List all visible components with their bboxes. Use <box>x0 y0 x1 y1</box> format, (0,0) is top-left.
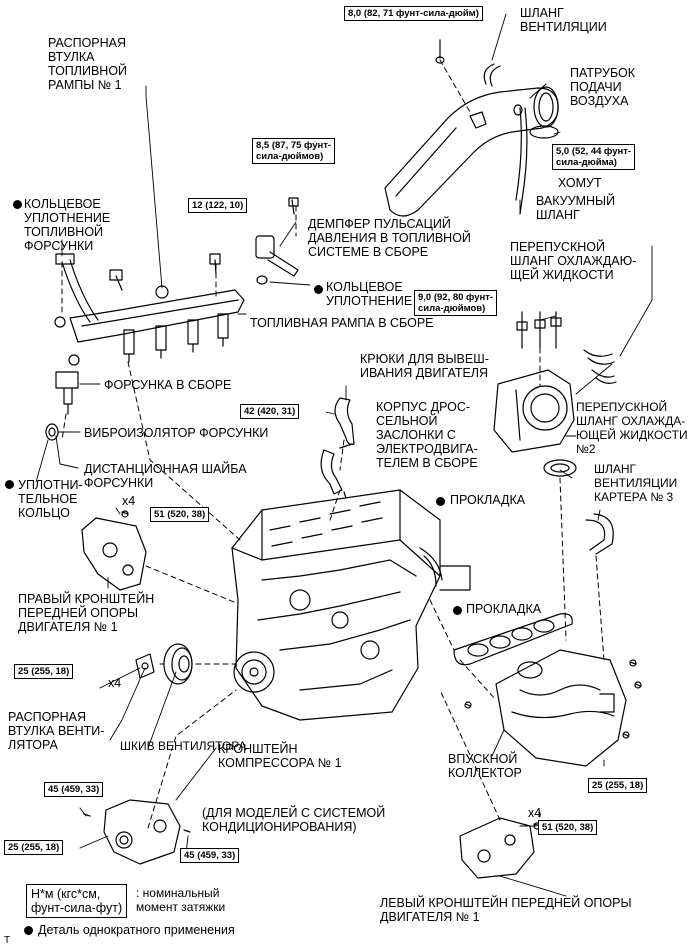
leader-lines <box>35 13 653 897</box>
torque-spec: 25 (255, 18) <box>14 664 74 679</box>
single-use-mark <box>314 285 323 294</box>
x4-label: x4 <box>108 676 122 690</box>
right-bracket-drawing <box>81 510 147 591</box>
engine-hooks-label: КРЮКИ ДЛЯ ВЫВЕШ- ИВАНИЯ ДВИГАТЕЛЯ <box>360 352 489 380</box>
gasket-label: ПРОКЛАДКА <box>450 493 526 507</box>
fuel-rail-spacer-label: РАСПОРНАЯ ВТУЛКА ТОПЛИВНОЙ РАМПЫ № 1 <box>48 36 128 92</box>
torque-spec: 45 (459, 33) <box>180 848 240 863</box>
compressor-bracket-label: КРОНШТЕЙН КОМПРЕССОРА № 1 <box>218 742 342 770</box>
corner-mark: T <box>4 935 11 946</box>
torque-spec: 25 (255, 18) <box>4 840 64 855</box>
engine-hooks-drawing <box>320 397 355 499</box>
engine-block-drawing <box>231 489 471 721</box>
left-bracket-drawing <box>459 817 541 879</box>
bypass-hose-2-label: ПЕРЕПУСКНОЙ ШЛАНГ ОХЛАЖДА- ЮЩЕЙ ЖИДКОСТИ… <box>576 400 688 456</box>
fan-spacer-label: РАСПОРНАЯ ВТУЛКА ВЕНТИ- ЛЯТОРА <box>8 710 105 752</box>
compressor-bracket-drawing <box>83 799 191 865</box>
torque-spec: 25 (255, 18) <box>588 778 648 793</box>
injector-label: ФОРСУНКА В СБОРЕ <box>104 378 232 392</box>
torque-spec: 9,0 (92, 80 фунт- сила-дюймов) <box>414 290 498 316</box>
torque-spec: 51 (520, 38) <box>538 820 598 835</box>
air-intake-pipe-drawing <box>384 39 559 217</box>
torque-spec: 42 (420, 31) <box>240 404 300 419</box>
injector-oring-label: КОЛЬЦЕВОЕ УПЛОТНЕНИЕ ТОПЛИВНОЙ ФОРСУНКИ <box>24 197 111 253</box>
seal-ring-label: УПЛОТНИ- ТЕЛЬНОЕ КОЛЬЦО <box>18 478 83 520</box>
torque-spec: 5,0 (52, 44 фунт- сила-дюйма) <box>552 144 636 170</box>
air-intake-label: ПАТРУБОК ПОДАЧИ ВОЗДУХА <box>570 66 636 108</box>
torque-spec: 51 (520, 38) <box>150 507 210 522</box>
single-use-mark <box>453 606 462 615</box>
torque-spec: 45 (459, 33) <box>44 782 104 797</box>
spacer-washer-label: ДИСТАНЦИОННАЯ ШАЙБА ФОРСУНКИ <box>84 462 247 490</box>
left-bracket-label: ЛЕВЫЙ КРОНШТЕЙН ПЕРЕДНЕЙ ОПОРЫ ДВИГАТЕЛЯ… <box>380 896 632 924</box>
damper-label: ДЕМПФЕР ПУЛЬСАЦИЙ ДАВЛЕНИЯ В ТОПЛИВНОЙ С… <box>308 217 471 259</box>
throttle-body-drawing <box>493 311 617 555</box>
x4-label: x4 <box>528 806 542 820</box>
fan-pulley-drawing <box>135 643 193 685</box>
fan-pulley-label: ШКИВ ВЕНТИЛЯТОРА <box>120 739 247 753</box>
vacuum-hose-label: ВАКУУМНЫЙ ШЛАНГ <box>536 194 616 222</box>
single-use-mark <box>5 480 14 489</box>
oring-label: КОЛЬЦЕВОЕ УПЛОТНЕНИЕ <box>326 280 413 308</box>
single-use-mark <box>436 497 445 506</box>
crankcase-vent-label: ШЛАНГ ВЕНТИЛЯЦИИ КАРТЕРА № 3 <box>594 462 678 504</box>
right-bracket-label: ПРАВЫЙ КРОНШТЕЙН ПЕРЕДНЕЙ ОПОРЫ ДВИГАТЕЛ… <box>18 592 155 634</box>
intake-manifold-label: ВПУСКНОЙ КОЛЛЕКТОР <box>448 752 522 780</box>
torque-spec: 8,5 (87, 75 фунт- сила-дюймов) <box>252 138 336 164</box>
x4-label: x4 <box>122 494 136 508</box>
legend-unit-description: : номинальный момент затяжки <box>136 886 226 914</box>
bypass-hose-label: ПЕРЕПУСКНОЙ ШЛАНГ ОХЛАЖДАЮ- ЩЕЙ ЖИДКОСТИ <box>510 240 637 282</box>
legend-single-use-text: Деталь однократного применения <box>38 923 235 937</box>
gasket-label: ПРОКЛАДКА <box>466 602 542 616</box>
clamp-label: ХОМУТ <box>558 176 602 190</box>
vent-hose-label: ШЛАНГ ВЕНТИЛЯЦИИ <box>520 6 607 34</box>
legend-unit-box: Н*м (кгс*см, фунт-сила-фут) <box>26 884 128 918</box>
assembly-lines <box>61 59 605 829</box>
torque-spec: 8,0 (82, 71 фунт-сила-дюйм) <box>344 6 483 21</box>
single-use-mark <box>13 200 22 209</box>
legend-single-use-dot <box>24 926 33 935</box>
torque-spec: 12 (122, 10) <box>188 198 248 213</box>
vibro-insulator-label: ВИБРОИЗОЛЯТОР ФОРСУНКИ <box>84 426 269 440</box>
ac-models-label: (ДЛЯ МОДЕЛЕЙ С СИСТЕМОЙ КОНДИЦИОНИРОВАНИ… <box>202 806 386 834</box>
intake-manifold-drawing <box>464 649 642 767</box>
throttle-body-label: КОРПУС ДРОС- СЕЛЬНОЙ ЗАСЛОНКИ С ЭЛЕКТРОД… <box>376 400 478 470</box>
fuel-rail-label: ТОПЛИВНАЯ РАМПА В СБОРЕ <box>250 316 434 330</box>
manifold-gasket-drawing <box>453 613 573 666</box>
